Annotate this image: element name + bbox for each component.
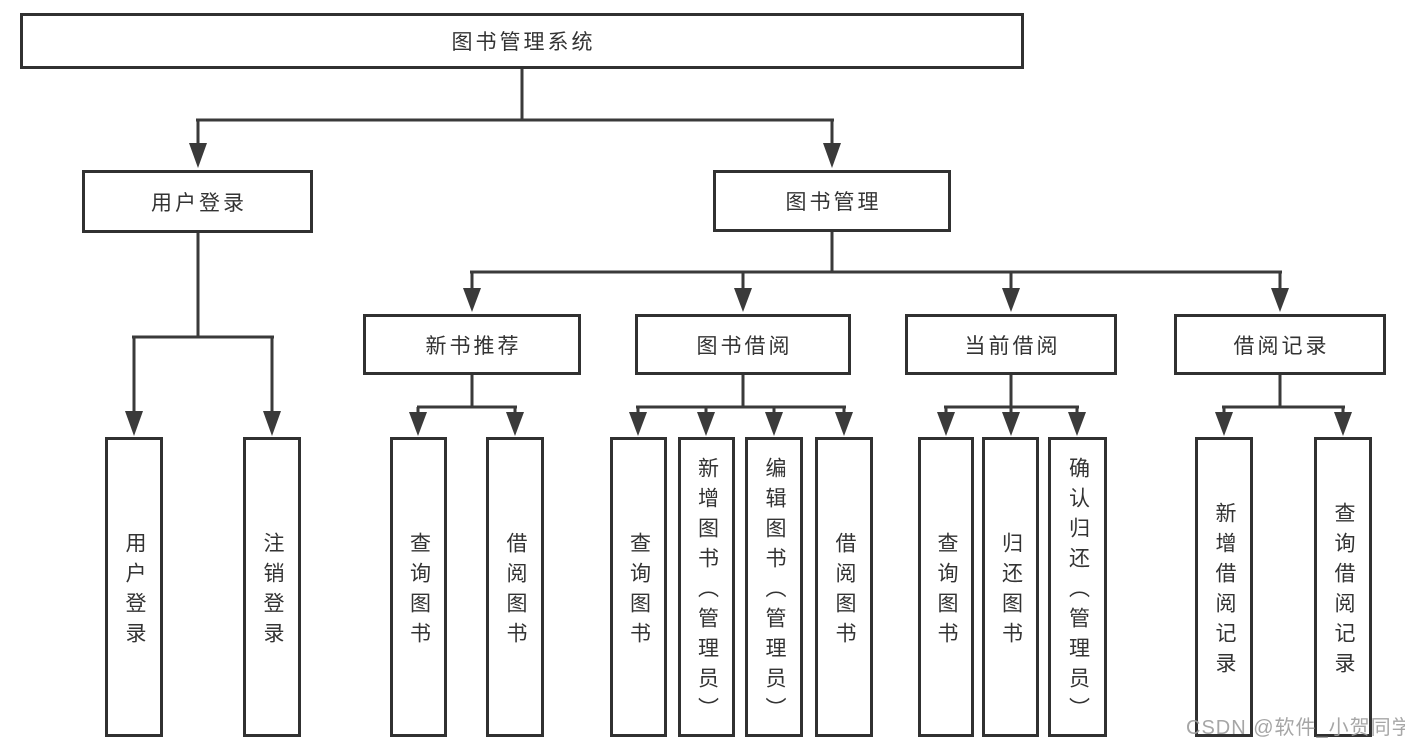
leaf-return-book: 归还图书	[982, 437, 1039, 737]
leaf-logout-label: 注销登录	[261, 531, 284, 652]
node-root-label: 图书管理系统	[451, 31, 596, 54]
node-user-login-label: 用户登录	[151, 191, 247, 215]
node-current-borrow: 当前借阅	[905, 314, 1117, 375]
connector-borrow-records-to-leaves	[1215, 375, 1352, 436]
leaf-current-query: 查询图书	[918, 437, 974, 737]
leaf-newbook-borrow-label: 借阅图书	[504, 531, 527, 652]
leaf-return-book-label: 归还图书	[999, 531, 1023, 652]
leaf-user-login-label: 用户登录	[123, 531, 146, 652]
connector-book-management-to-level3	[463, 232, 1289, 312]
leaf-current-query-label: 查询图书	[935, 531, 958, 652]
leaf-confirm-return-admin: 确认归还（管理员）	[1048, 437, 1107, 737]
connector-book-borrow-to-leaves	[629, 375, 853, 436]
node-root-system: 图书管理系统	[20, 13, 1024, 69]
leaf-borrow-book: 借阅图书	[815, 437, 873, 737]
leaf-newbook-query-label: 查询图书	[407, 531, 431, 652]
node-current-borrow-label: 当前借阅	[964, 334, 1061, 358]
node-new-book-recommend-label: 新书推荐	[425, 334, 522, 358]
leaf-newbook-query: 查询图书	[390, 437, 447, 737]
leaf-query-borrow-record: 查询借阅记录	[1314, 437, 1372, 737]
connector-root-to-level2	[189, 69, 841, 168]
leaf-add-borrow-record: 新增借阅记录	[1195, 437, 1253, 737]
node-borrow-records-label: 借阅记录	[1233, 334, 1330, 358]
watermark: CSDN @软件_小贺同学	[1186, 717, 1405, 739]
leaf-borrow-book-label: 借阅图书	[833, 531, 856, 652]
node-user-login: 用户登录	[82, 170, 313, 233]
node-book-management: 图书管理	[713, 170, 951, 232]
leaf-borrow-query-label: 查询图书	[627, 531, 651, 652]
leaf-borrow-edit-admin-label: 编辑图书（管理员）	[763, 456, 786, 727]
node-borrow-records: 借阅记录	[1174, 314, 1386, 375]
leaf-borrow-add-admin-label: 新增图书（管理员）	[695, 456, 719, 727]
leaf-confirm-return-admin-label: 确认归还（管理员）	[1066, 456, 1090, 727]
leaf-query-borrow-record-label: 查询借阅记录	[1332, 501, 1355, 682]
connector-current-borrow-to-leaves	[937, 375, 1086, 436]
leaf-user-login: 用户登录	[105, 437, 163, 737]
leaf-add-borrow-record-label: 新增借阅记录	[1213, 501, 1236, 682]
node-new-book-recommend: 新书推荐	[363, 314, 581, 375]
leaf-borrow-query: 查询图书	[610, 437, 667, 737]
leaf-logout: 注销登录	[243, 437, 301, 737]
leaf-borrow-edit-admin: 编辑图书（管理员）	[745, 437, 803, 737]
node-book-management-label: 图书管理	[785, 191, 882, 214]
node-book-borrow: 图书借阅	[635, 314, 851, 375]
node-book-borrow-label: 图书借阅	[696, 334, 793, 358]
leaf-borrow-add-admin: 新增图书（管理员）	[678, 437, 735, 737]
connector-new-book-to-leaves	[409, 375, 524, 436]
connector-user-login-to-leaves	[125, 233, 281, 436]
leaf-newbook-borrow: 借阅图书	[486, 437, 544, 737]
